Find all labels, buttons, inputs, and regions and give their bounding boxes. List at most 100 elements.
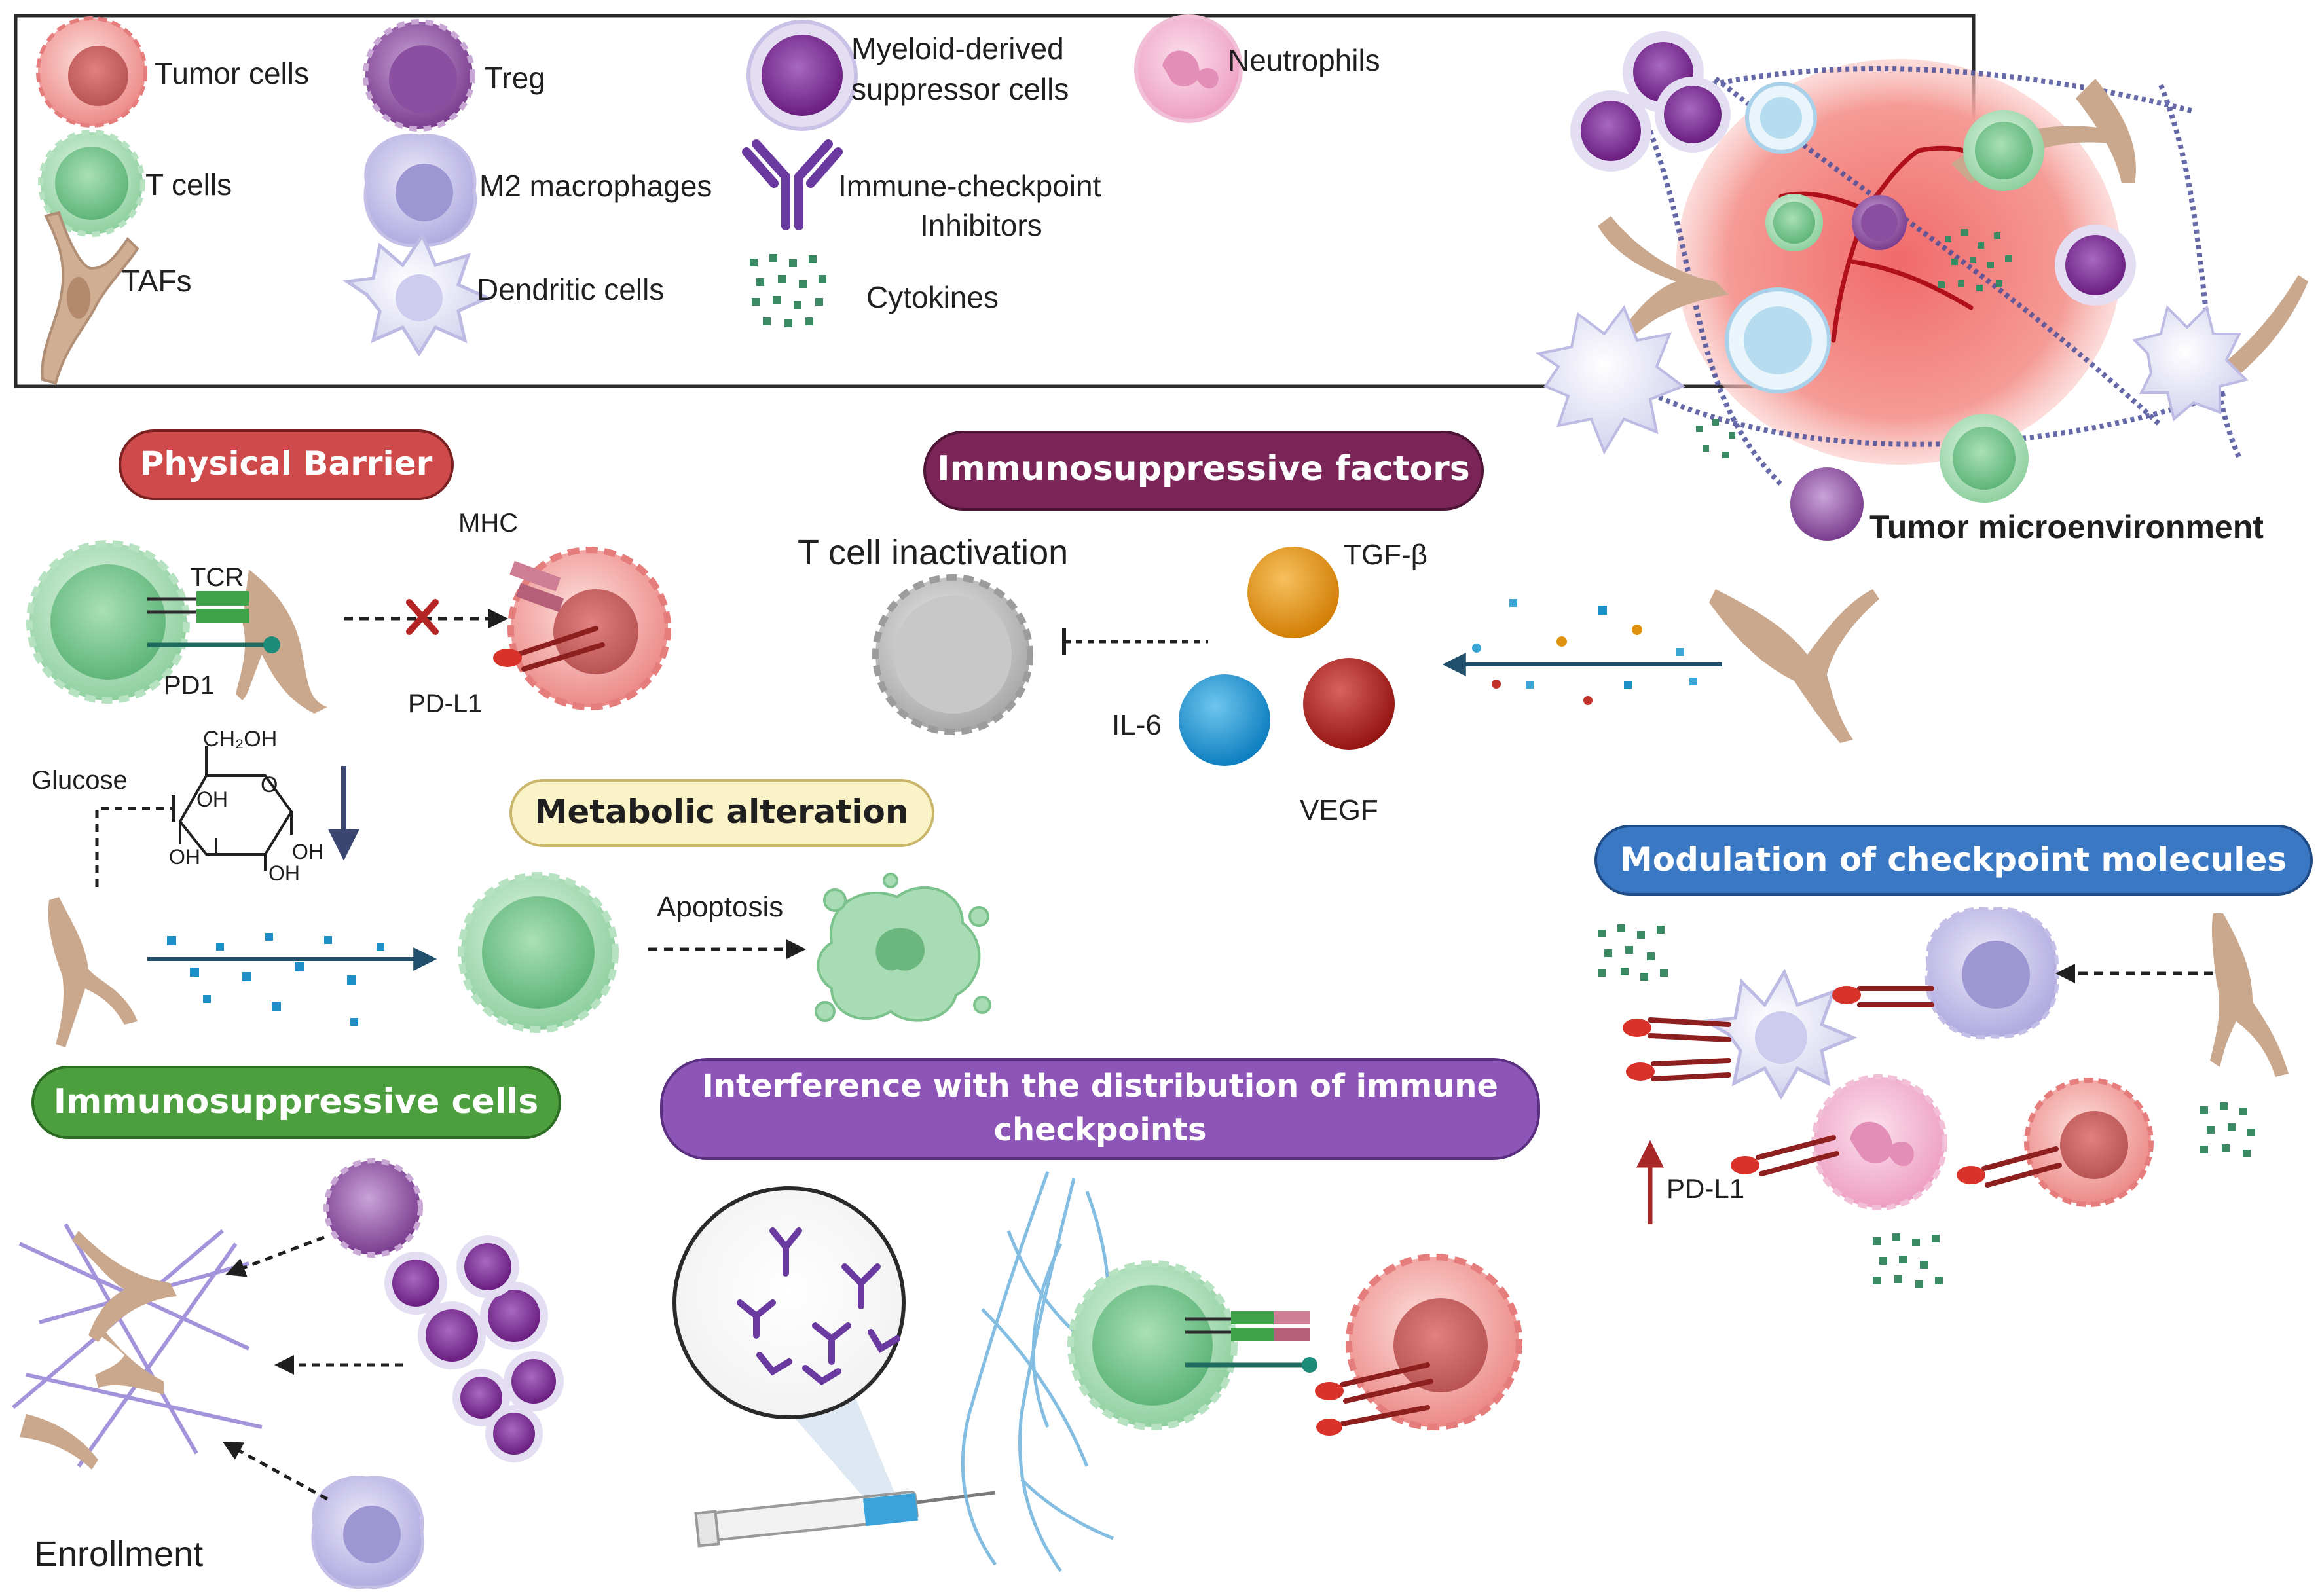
syringe-icon <box>694 1490 996 1548</box>
legend-dendritic-cells-label: Dendritic cells <box>477 272 664 306</box>
ring-oxygen-label: O <box>261 772 278 797</box>
tumor-microenvironment-illustration <box>1535 31 2308 541</box>
vegf-sphere <box>1303 658 1395 750</box>
enrollment-fiber-network <box>12 1223 263 1470</box>
legend-m2-macrophage-icon <box>363 134 477 247</box>
modulation-pdl1-m2 <box>1832 986 1934 1007</box>
oh-label-3: OH <box>292 840 323 863</box>
oh-label-2: OH <box>169 845 200 869</box>
physical-barrier-title: Physical Barrier <box>140 444 433 482</box>
immunosuppressive-cells-title: Immunosuppressive cells <box>54 1082 539 1121</box>
legend-antibody-icon <box>742 139 843 230</box>
tgf-beta-label: TGF-β <box>1344 539 1427 571</box>
legend-treg-label: Treg <box>485 61 545 95</box>
legend-m2-macrophages-label: M2 macrophages <box>479 169 712 203</box>
oh-label-4: OH <box>268 861 300 885</box>
glucose-label: Glucose <box>31 766 128 795</box>
legend-cytokines-icon <box>750 254 826 327</box>
legend-neutrophils-label: Neutrophils <box>1228 43 1380 77</box>
interference-pill: Interference with the distribution of im… <box>660 1058 1540 1160</box>
modulation-pdl1-neutrophil <box>1731 1135 1839 1176</box>
vegf-label: VEGF <box>1300 794 1378 826</box>
immunosuppressive-cells-pill: Immunosuppressive cells <box>31 1066 561 1139</box>
tcr-receptor <box>147 591 249 623</box>
interference-pdl1 <box>1315 1362 1433 1436</box>
legend-tafs-label: TAFs <box>122 264 191 298</box>
modulation-taf <box>2210 913 2289 1077</box>
metabolic-t-cell <box>458 872 619 1033</box>
legend-mdsc-label-line1: Myeloid-derived <box>851 31 1064 65</box>
il6-sphere <box>1179 674 1270 766</box>
legend-ici-label-line1: Immune-checkpoint <box>838 169 1101 203</box>
legend-ici-label-line2: Inhibitors <box>920 208 1042 242</box>
modulation-cytokines-left <box>1598 924 1668 981</box>
modulation-cytokines-bottom <box>1873 1233 1943 1288</box>
physical-barrier-t-cell <box>26 540 190 704</box>
legend-t-cells-label: T cells <box>145 168 232 202</box>
modulation-m2-macrophage <box>1924 907 2059 1040</box>
interference-t-cell <box>1067 1260 1238 1430</box>
interference-tcr <box>1185 1311 1317 1373</box>
enrollment-m2-macrophage <box>311 1476 425 1589</box>
legend-taf-icon <box>41 211 139 385</box>
glucose-structure <box>178 746 293 871</box>
legend-tumor-cells-label: Tumor cells <box>155 56 309 90</box>
metabolic-taf <box>48 897 138 1047</box>
mhc-label: MHC <box>458 509 518 537</box>
legend-cytokines-label: Cytokines <box>866 280 999 314</box>
antibody-magnifier <box>672 1186 906 1419</box>
apoptotic-cell <box>815 873 991 1022</box>
pdl1-label: PD-L1 <box>408 689 482 718</box>
modulation-cytokines-right <box>2200 1102 2255 1157</box>
legend-tumor-cell-icon <box>36 16 147 128</box>
enrollment-arrow-treg <box>225 1235 325 1277</box>
enrollment-mdsc-cluster <box>384 1235 564 1462</box>
il6-label: IL-6 <box>1112 709 1162 741</box>
t-cell-inactivation-label: T cell inactivation <box>798 533 1068 572</box>
modulation-pdl1-label: PD-L1 <box>1666 1173 1744 1204</box>
metabolic-particles <box>167 933 384 1026</box>
tgf-beta-sphere <box>1247 547 1339 638</box>
inhibition-line <box>1062 628 1208 655</box>
enrollment-label: Enrollment <box>34 1534 203 1574</box>
interference-tumor-cell <box>1346 1254 1522 1430</box>
apoptosis-label: Apoptosis <box>657 891 783 923</box>
mhc-molecule <box>509 560 564 612</box>
legend-neutrophil-icon <box>1134 14 1243 123</box>
oh-label-1: OH <box>196 788 228 811</box>
interference-title-line1: Interference with the distribution of im… <box>702 1068 1498 1104</box>
enrollment-arrow-macrophage <box>222 1442 329 1501</box>
legend-mdsc-label-line2: suppressor cells <box>851 72 1069 106</box>
pd1-label: PD1 <box>164 671 215 700</box>
modulation-pill: Modulation of checkpoint molecules <box>1594 825 2313 896</box>
immunosuppressive-factors-title: Immunosuppressive factors <box>937 449 1470 488</box>
ch2oh-label: CH₂OH <box>203 727 277 752</box>
interference-title-line2: checkpoints <box>993 1112 1206 1148</box>
blocked-x-icon <box>406 599 439 635</box>
factors-particles <box>1472 599 1697 705</box>
metabolic-alteration-pill: Metabolic alteration <box>509 779 934 847</box>
modulation-dendritic-cell <box>1701 968 1858 1100</box>
legend-treg-icon <box>363 19 475 132</box>
tcr-label: TCR <box>190 563 244 592</box>
glucose-inhibit-line <box>95 807 174 887</box>
legend-dendritic-cell-icon <box>342 232 492 357</box>
physical-barrier-pill: Physical Barrier <box>119 429 454 500</box>
factors-taf <box>1709 589 1879 743</box>
pd1-receptor <box>147 636 280 653</box>
modulation-pdl1-dc <box>1623 1017 1731 1081</box>
modulation-pdl1-tumor <box>1957 1146 2062 1188</box>
pdl1-molecule <box>493 626 605 672</box>
legend-mdsc-icon <box>746 20 858 131</box>
physical-barrier-taf <box>236 570 327 714</box>
enrollment-treg <box>323 1158 423 1258</box>
metabolic-alteration-title: Metabolic alteration <box>535 793 909 831</box>
legend-t-cell-icon <box>38 130 145 237</box>
modulation-neutrophil <box>1811 1074 1947 1210</box>
modulation-title: Modulation of checkpoint molecules <box>1620 841 2287 879</box>
immunosuppressive-factors-pill: Immunosuppressive factors <box>923 431 1484 511</box>
inactivated-t-cell <box>872 574 1033 735</box>
tme-label: Tumor microenvironment <box>1869 509 2264 545</box>
